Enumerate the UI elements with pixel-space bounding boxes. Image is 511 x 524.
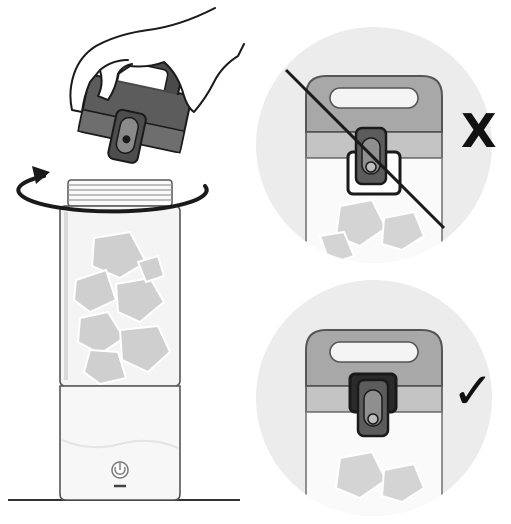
power-icon bbox=[111, 461, 129, 479]
fruit-chunks bbox=[72, 230, 172, 386]
correct-position-detail bbox=[256, 280, 492, 516]
correct-check-mark: ✓ bbox=[452, 362, 494, 420]
bottle-neck bbox=[67, 179, 173, 207]
blender-bottle bbox=[59, 179, 181, 501]
rotation-arrow-icon bbox=[16, 166, 209, 214]
wrong-x-mark: X bbox=[461, 104, 497, 158]
strike-through-line bbox=[284, 68, 446, 230]
wrong-position-detail bbox=[256, 27, 492, 263]
hand-icon bbox=[69, 7, 245, 113]
